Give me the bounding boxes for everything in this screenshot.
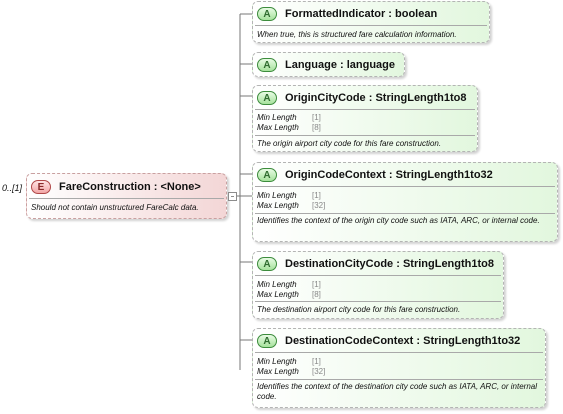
- attribute-title: OriginCodeContext : StringLength1to32: [285, 169, 493, 181]
- attribute-separator: [255, 213, 555, 214]
- facet-label: Min Length: [257, 113, 297, 122]
- attribute-origincodecontext-card[interactable]: A OriginCodeContext : StringLength1to32 …: [252, 162, 558, 242]
- facet-value: [1]: [312, 357, 321, 366]
- attribute-badge-icon: A: [257, 168, 277, 182]
- facet-label: Max Length: [257, 123, 299, 132]
- element-fareconstruction-card[interactable]: E FareConstruction : <None> Should not c…: [26, 173, 227, 219]
- attribute-separator: [255, 186, 555, 187]
- attribute-title: DestinationCodeContext : StringLength1to…: [285, 335, 521, 347]
- facet-value: [1]: [312, 113, 321, 122]
- attribute-separator: [255, 301, 501, 302]
- facet-label: Max Length: [257, 367, 299, 376]
- attribute-separator: [255, 379, 543, 380]
- sequence-compositor-icon[interactable]: [228, 192, 237, 201]
- facet-label: Min Length: [257, 357, 297, 366]
- attribute-description: The origin airport city code for this fa…: [257, 139, 442, 148]
- facet-label: Max Length: [257, 201, 299, 210]
- attribute-description: Identifies the context of the destinatio…: [257, 382, 537, 401]
- attribute-description: The destination airport city code for th…: [257, 305, 461, 314]
- element-title: FareConstruction : <None>: [59, 181, 201, 193]
- facet-value: [8]: [312, 123, 321, 132]
- attribute-separator: [255, 275, 501, 276]
- facet-value: [32]: [312, 367, 326, 376]
- attribute-badge-icon: A: [257, 334, 277, 348]
- attribute-title: Language : language: [285, 59, 396, 71]
- attribute-badge-icon: A: [257, 257, 277, 271]
- attribute-formattedindicator-card[interactable]: A FormattedIndicator : boolean When true…: [252, 1, 490, 43]
- attribute-destinationcodecontext-card[interactable]: A DestinationCodeContext : StringLength1…: [252, 328, 546, 408]
- attribute-badge-icon: A: [257, 7, 277, 21]
- attribute-description: When true, this is structured fare calcu…: [257, 30, 457, 39]
- attribute-badge-icon: A: [257, 58, 277, 72]
- attribute-origincitycode-card[interactable]: A OriginCityCode : StringLength1to8 Min …: [252, 85, 478, 152]
- attribute-separator: [255, 135, 475, 136]
- attribute-destinationcitycode-card[interactable]: A DestinationCityCode : StringLength1to8…: [252, 251, 504, 319]
- facet-label: Min Length: [257, 191, 297, 200]
- element-separator: [29, 198, 224, 199]
- attribute-badge-icon: A: [257, 91, 277, 105]
- attribute-description: Identifies the context of the origin cit…: [257, 216, 540, 225]
- facet-value: [1]: [312, 280, 321, 289]
- attribute-title: OriginCityCode : StringLength1to8: [285, 92, 467, 104]
- facet-label: Min Length: [257, 280, 297, 289]
- attribute-separator: [255, 352, 543, 353]
- element-description: Should not contain unstructured FareCalc…: [31, 203, 199, 212]
- element-multiplicity: 0..[1]: [2, 183, 23, 193]
- facet-value: [32]: [312, 201, 326, 210]
- attribute-separator: [255, 109, 475, 110]
- element-badge-icon: E: [31, 180, 51, 194]
- facet-value: [1]: [312, 191, 321, 200]
- attribute-title: DestinationCityCode : StringLength1to8: [285, 258, 494, 270]
- attribute-language-card[interactable]: A Language : language: [252, 52, 405, 77]
- attribute-separator: [255, 25, 487, 26]
- attribute-title: FormattedIndicator : boolean: [285, 8, 438, 20]
- facet-label: Max Length: [257, 290, 299, 299]
- facet-value: [8]: [312, 290, 321, 299]
